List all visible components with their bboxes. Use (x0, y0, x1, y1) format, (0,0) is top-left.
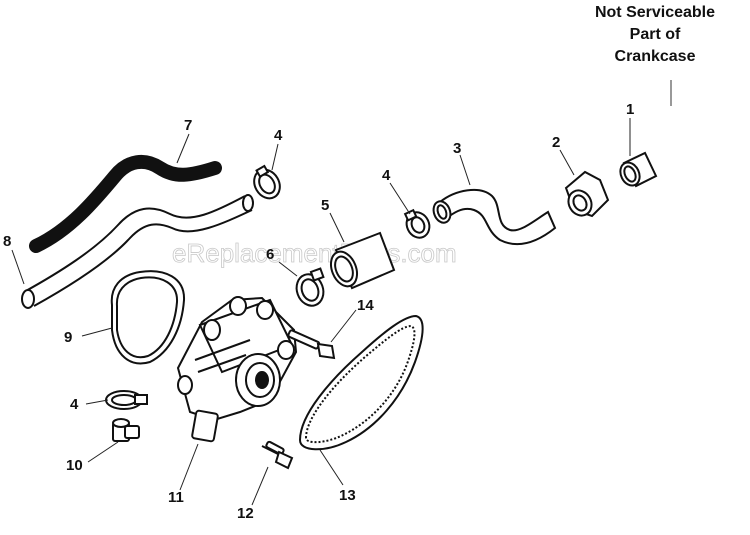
callout-1: 1 (626, 101, 634, 118)
part-13-belt[interactable] (298, 314, 424, 451)
part-6-clamp[interactable] (292, 267, 327, 310)
callout-2: 2 (552, 134, 560, 151)
part-10-fitting[interactable] (112, 418, 140, 442)
part-12-bolt[interactable] (261, 440, 294, 470)
not-serviceable-note: Not Serviceable Part of Crankcase (560, 2, 750, 68)
part-9-gasket[interactable] (110, 270, 186, 365)
callout-10: 10 (66, 457, 83, 474)
callout-12: 12 (237, 505, 254, 522)
part-3-elbow-hose[interactable] (431, 188, 557, 246)
part-4-clamp-upper[interactable] (249, 164, 285, 203)
callout-3: 3 (453, 140, 461, 157)
note-line-3: Crankcase (614, 48, 696, 65)
callout-8: 8 (3, 233, 11, 250)
callout-4-middle: 4 (382, 167, 391, 184)
callout-6: 6 (266, 246, 274, 263)
watermark: eReplacementParts.com (172, 238, 457, 268)
part-11-water-pump[interactable] (176, 296, 298, 443)
part-4-clamp-middle[interactable] (403, 208, 434, 242)
callout-11: 11 (168, 489, 184, 506)
note-line-1: Not Serviceable (594, 4, 716, 21)
callout-7: 7 (184, 117, 192, 134)
leader-lines (11, 118, 631, 506)
callout-4-lower: 4 (70, 396, 79, 413)
part-7-black-hose[interactable] (29, 154, 222, 253)
part-14-bolt[interactable] (287, 329, 336, 360)
part-2-hex-nut[interactable] (564, 170, 610, 220)
part-8-hose[interactable] (21, 194, 254, 309)
part-1-bushing[interactable] (617, 151, 658, 189)
callout-5: 5 (321, 197, 329, 214)
note-line-2: Part of (629, 26, 681, 43)
callout-4-upper: 4 (274, 127, 283, 144)
callout-9: 9 (64, 329, 72, 346)
part-5-sleeve[interactable] (326, 231, 396, 290)
callout-14: 14 (357, 297, 374, 314)
callout-13: 13 (339, 487, 356, 504)
part-4-clamp-lower[interactable] (105, 390, 148, 410)
